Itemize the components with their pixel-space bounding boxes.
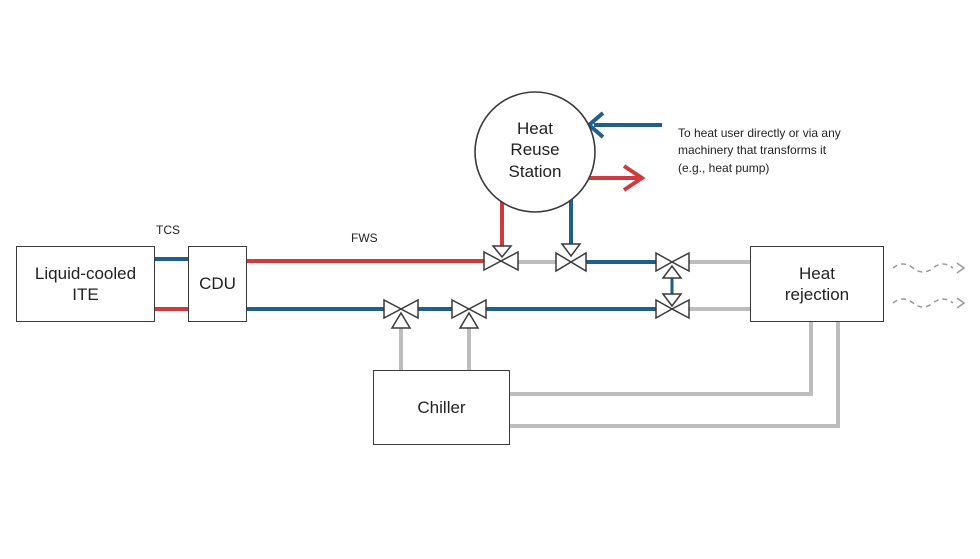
- heat-out-arrow-1: [892, 263, 954, 273]
- chiller-box: Chiller: [373, 370, 510, 445]
- valve-reuse-return: [555, 243, 587, 273]
- heat-out-arrow-2: [892, 298, 954, 308]
- cdu-label: CDU: [199, 274, 236, 293]
- heat-rejection-label: Heat rejection: [784, 263, 850, 304]
- chiller-label: Chiller: [417, 397, 466, 417]
- valve-chiller-1: [383, 298, 419, 329]
- heat-rejection-box: Heat rejection: [750, 246, 884, 322]
- cdu-box: CDU: [188, 246, 247, 322]
- fws-label: FWS: [351, 231, 378, 245]
- heat-user-note: To heat user directly or via any machine…: [678, 126, 841, 175]
- valve-rejection-top: [655, 251, 690, 279]
- valve-fws-hot: [483, 245, 519, 272]
- valve-rejection-bottom: [655, 293, 690, 320]
- ite-label: Liquid-cooled ITE: [34, 263, 137, 304]
- reuse-outlet-arrowhead: [622, 164, 646, 192]
- heat-out-arrowhead-2: [956, 297, 966, 309]
- valve-chiller-2: [451, 298, 487, 329]
- ite-box: Liquid-cooled ITE: [16, 246, 155, 322]
- heat-reuse-station-label: Heat Reuse Station: [508, 119, 562, 181]
- heat-reuse-station-circle: [474, 91, 596, 213]
- chiller-rejection-loop-1: [510, 320, 813, 396]
- chiller-rejection-loop-2: [510, 320, 840, 428]
- heat-out-arrowhead-1: [956, 262, 966, 274]
- tcs-label: TCS: [156, 223, 180, 237]
